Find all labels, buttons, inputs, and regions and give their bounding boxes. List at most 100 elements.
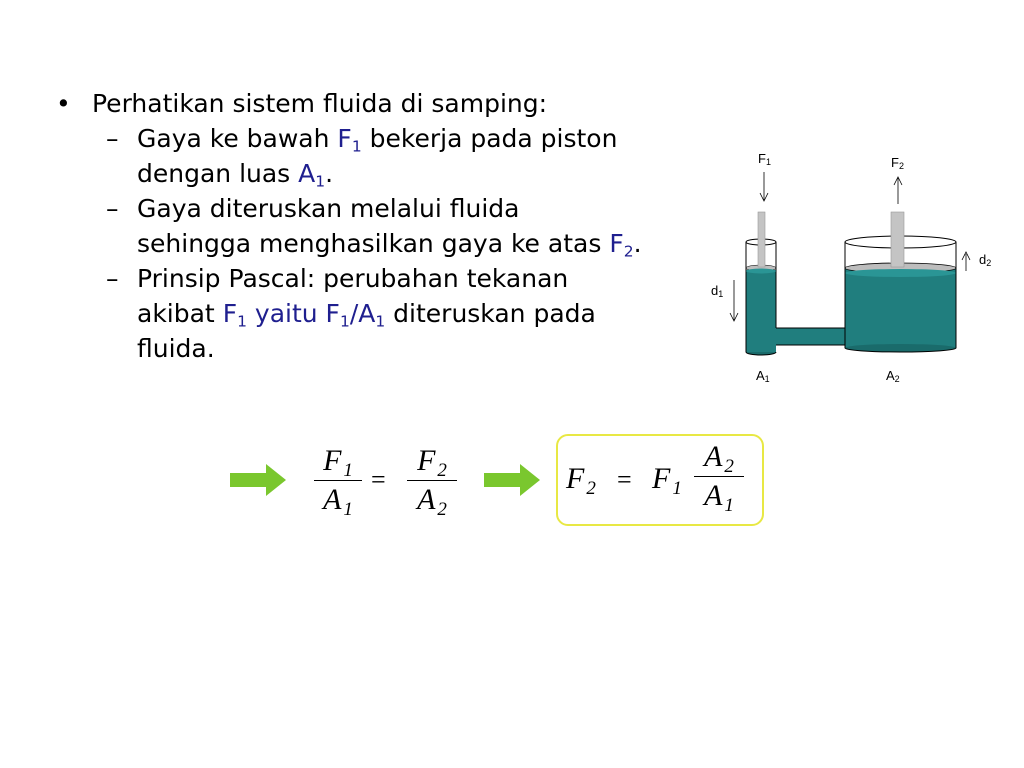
bullet-main-text: Perhatikan sistem fluida di samping: — [92, 89, 548, 118]
var-sub: 1 — [315, 172, 326, 191]
hydraulic-diagram — [729, 172, 971, 356]
sub-bullet-1-line2: dengan luas A1. — [137, 156, 716, 191]
var-base: F — [609, 229, 624, 258]
var-sub: 1 — [237, 312, 247, 331]
label-base: d — [711, 283, 719, 298]
label-base: F — [758, 151, 766, 166]
bullet-list: • Perhatikan sistem fluida di samping: –… — [56, 86, 716, 366]
equals-sign: = — [371, 465, 386, 494]
sub-bullet-1-line1: Gaya ke bawah F1 bekerja pada piston — [137, 121, 716, 156]
var-base: F — [566, 462, 585, 495]
large-cylinder-fluid — [845, 268, 956, 348]
sub-bullet-1: – Gaya ke bawah F1 bekerja pada piston d… — [56, 121, 716, 191]
label-sub: 2 — [986, 257, 992, 268]
text: akibat — [137, 299, 223, 328]
f2-arrow-head — [893, 176, 903, 186]
d2-arrow-head — [961, 251, 971, 261]
green-arrow-right-icon — [230, 464, 286, 496]
label-sub: 1 — [764, 373, 770, 384]
var-sub: 2 — [437, 498, 447, 520]
small-cylinder-base — [745, 351, 777, 356]
sub-bullet-3: – Prinsip Pascal: perubahan tekanan akib… — [56, 261, 716, 366]
var-sub: 1 — [724, 494, 734, 516]
var-sub: 1 — [339, 312, 350, 331]
dash-marker: – — [106, 194, 119, 223]
large-cylinder-bottom — [845, 344, 956, 352]
var-base: F — [417, 444, 436, 477]
label-f2: F2 — [891, 156, 904, 171]
var-sub: 1 — [672, 477, 682, 499]
text: diteruskan pada — [385, 299, 596, 328]
label-d2: d2 — [979, 252, 992, 268]
sub-bullet-3-line3: fluida. — [137, 334, 215, 363]
bullet-marker: • — [56, 89, 71, 118]
var-sub: 2 — [724, 455, 734, 477]
var-base: F — [337, 124, 352, 153]
var-f2: F2 — [609, 229, 634, 261]
var-sub: 1 — [351, 137, 362, 156]
var-sub: 1 — [375, 312, 386, 331]
var-base: A — [704, 440, 723, 473]
fraction-bar — [314, 480, 362, 481]
hydraulic-figure: F1 F2 d1 d2 A1 A2 — [700, 140, 1024, 400]
small-piston-rod — [757, 211, 766, 268]
sub-bullet-2-line2: sehingga menghasilkan gaya ke atas F2. — [137, 226, 716, 261]
sub-bullet-2: – Gaya diteruskan melalui fluida sehingg… — [56, 191, 716, 261]
var-a1: A1 — [298, 159, 326, 191]
label-base: A — [756, 368, 765, 383]
var-sub: 1 — [343, 498, 353, 520]
text: Gaya ke bawah — [137, 124, 338, 153]
fraction-bar — [407, 480, 457, 481]
label-sub: 2 — [898, 160, 904, 171]
green-arrow-right-icon — [484, 464, 540, 496]
large-piston-rod — [890, 211, 905, 268]
label-sub: 1 — [718, 288, 724, 299]
result-box — [556, 434, 764, 526]
text: . — [325, 159, 334, 188]
label-base: A — [886, 368, 895, 383]
var-base: F — [323, 444, 342, 477]
label-sub: 1 — [765, 156, 771, 167]
d1-arrow-head — [729, 312, 739, 322]
large-cylinder-base-line — [844, 347, 957, 353]
label-a2: A2 — [886, 368, 900, 384]
bullet-main: • Perhatikan sistem fluida di samping: — [56, 86, 716, 121]
var-f1: F1 — [337, 124, 362, 156]
text: dengan luas — [137, 159, 299, 188]
var-base: F — [652, 462, 671, 495]
text: bekerja pada piston — [361, 124, 618, 153]
sub-bullet-3-line2: akibat F1 yaitu F1/A1 diteruskan pada — [137, 296, 716, 331]
label-base: d — [979, 252, 987, 267]
text: . — [633, 229, 642, 258]
text: yaitu F — [246, 299, 340, 328]
var-sub: 2 — [586, 477, 596, 499]
var-base: A — [704, 479, 723, 512]
fraction-bar — [694, 476, 744, 477]
label-a1: A1 — [756, 368, 770, 384]
large-fluid-top — [845, 269, 956, 277]
var-base: A — [323, 483, 342, 516]
f1-arrow-head — [759, 192, 769, 202]
var-group: F1 yaitu F1/A1 — [222, 299, 386, 331]
sub-bullet-3-line1: Prinsip Pascal: perubahan tekanan — [137, 264, 569, 293]
var-sub: 2 — [437, 459, 447, 481]
var-base: A — [417, 483, 436, 516]
dash-marker: – — [106, 264, 119, 293]
var-base: A — [298, 159, 316, 188]
text: /A — [349, 299, 376, 328]
label-sub: 2 — [894, 373, 900, 384]
dash-marker: – — [106, 124, 119, 153]
label-d1: d1 — [711, 283, 724, 299]
var-base: F — [222, 299, 238, 328]
var-sub: 2 — [623, 242, 634, 261]
equals-sign: = — [617, 465, 632, 494]
